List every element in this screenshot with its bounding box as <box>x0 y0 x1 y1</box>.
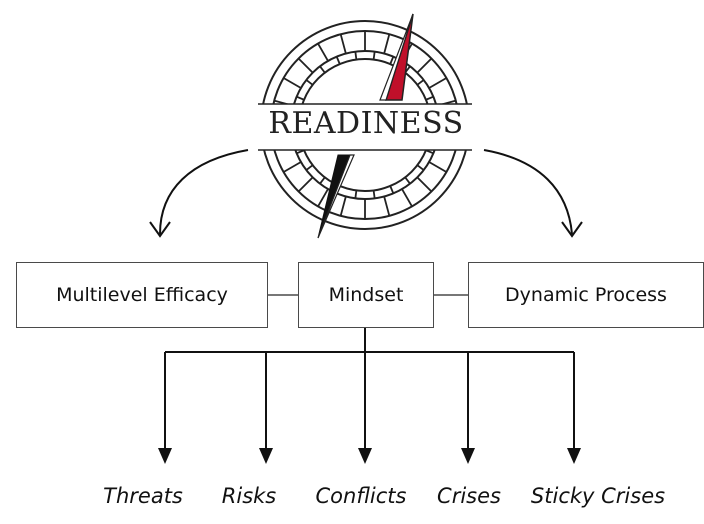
brick-divider <box>305 164 314 171</box>
brick-divider <box>389 56 395 65</box>
brick-divider <box>339 196 347 217</box>
logo-wordmark: READINESS <box>268 106 464 141</box>
brick-divider <box>428 77 447 89</box>
compass-needle-icon <box>317 13 414 239</box>
arrowhead-icon <box>259 448 273 464</box>
outcome-sticky-crises: Sticky Crises <box>530 484 666 508</box>
brick-divider <box>416 79 425 86</box>
brick-divider <box>354 51 358 60</box>
brick-divider <box>404 176 411 185</box>
brick-divider <box>354 190 358 199</box>
left-arrowhead <box>149 221 171 238</box>
dynamic-process-box: Dynamic Process <box>468 262 704 328</box>
brick-divider <box>383 196 391 217</box>
brick-divider <box>416 176 433 193</box>
brick-divider <box>283 161 302 173</box>
outcome-risks: Risks <box>221 484 277 508</box>
arrowhead-icon <box>461 448 475 464</box>
brick-divider <box>428 161 447 173</box>
brick-divider <box>416 57 433 74</box>
brick-divider <box>425 95 434 101</box>
multilevel-efficacy-box: Multilevel Efficacy <box>16 262 268 328</box>
brick-divider <box>297 57 314 74</box>
mindset-box: Mindset <box>298 262 434 328</box>
brick-divider <box>383 33 391 54</box>
arrowhead-icon <box>158 448 172 464</box>
brick-divider <box>296 149 305 155</box>
brick-divider <box>389 185 395 194</box>
outcome-conflicts: Conflicts <box>315 484 407 508</box>
left-curved-arrow <box>159 149 249 235</box>
brick-divider <box>335 56 341 65</box>
brick-divider <box>319 65 326 74</box>
brick-divider <box>296 95 305 101</box>
outcome-crises: Crises <box>437 484 501 508</box>
outcome-threats: Threats <box>103 484 183 508</box>
brick-divider <box>317 43 329 62</box>
arrowhead-icon <box>567 448 581 464</box>
brick-divider <box>339 33 347 54</box>
right-arrowhead <box>561 221 583 238</box>
brick-divider <box>416 164 425 171</box>
brick-divider <box>372 51 376 60</box>
brick-divider <box>401 188 413 207</box>
brick-divider <box>283 77 302 89</box>
brick-divider <box>319 176 326 185</box>
arrowhead-icon <box>358 448 372 464</box>
brick-divider <box>305 79 314 86</box>
right-curved-arrow <box>483 149 573 235</box>
brick-divider <box>425 149 434 155</box>
brick-divider <box>372 190 376 199</box>
brick-divider <box>297 176 314 193</box>
logo-band <box>258 104 472 150</box>
brick-divider <box>317 188 329 207</box>
